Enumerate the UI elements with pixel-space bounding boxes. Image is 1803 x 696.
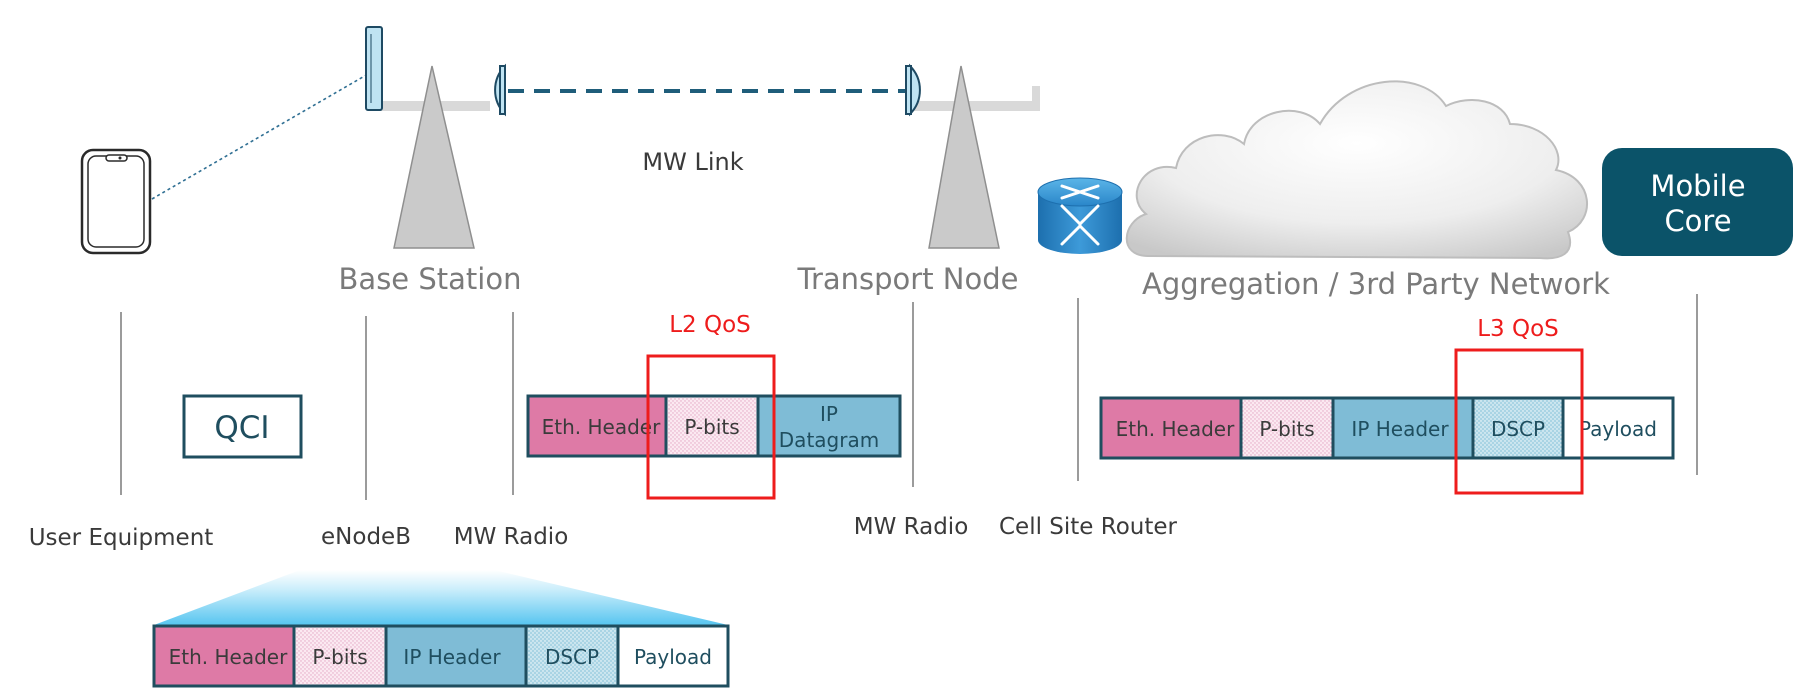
mw-link-label: MW Link bbox=[642, 148, 743, 176]
l2-frame: Eth. Header P-bits IP Datagram bbox=[526, 394, 902, 458]
phone-icon bbox=[80, 148, 152, 255]
enodeb-dscp: DSCP bbox=[545, 645, 599, 669]
mw-dish-icon-right bbox=[905, 63, 921, 117]
aggregation-label: Aggregation / 3rd Party Network bbox=[1142, 267, 1610, 301]
mobile-core-label-1: Mobile bbox=[1650, 169, 1745, 203]
l2-pbits: P-bits bbox=[684, 415, 739, 439]
router-icon bbox=[1037, 177, 1123, 254]
qci-label: QCI bbox=[214, 410, 269, 446]
cell-site-router-label: Cell Site Router bbox=[999, 514, 1178, 540]
mw-radio-left-label: MW Radio bbox=[454, 524, 569, 550]
l2-ip-line2: Datagram bbox=[779, 428, 879, 452]
mobile-core-label-2: Core bbox=[1664, 204, 1731, 238]
base-station-tower bbox=[365, 26, 506, 249]
user-equipment-label: User Equipment bbox=[29, 525, 214, 551]
l3-payload: Payload bbox=[1579, 417, 1657, 441]
enodeb-antenna-icon bbox=[365, 26, 383, 111]
l3-qos-highlight bbox=[1454, 348, 1584, 495]
l2-qos-label: L2 QoS bbox=[669, 312, 751, 338]
enodeb-ip-header: IP Header bbox=[403, 645, 501, 669]
l3-ip-header: IP Header bbox=[1351, 417, 1449, 441]
enodeb-payload: Payload bbox=[634, 645, 712, 669]
qci-box: QCI bbox=[182, 394, 303, 459]
enodeb-label: eNodeB bbox=[321, 524, 411, 550]
l2-ip-line1: IP bbox=[820, 402, 838, 426]
transport-node-tower bbox=[905, 63, 1040, 249]
mobile-core-box: Mobile Core bbox=[1602, 148, 1793, 256]
l3-frame: Eth. Header P-bits IP Header DSCP Payloa… bbox=[1099, 396, 1675, 460]
l2-qos-highlight bbox=[646, 354, 776, 500]
l3-pbits: P-bits bbox=[1259, 417, 1314, 441]
radio-link-line bbox=[151, 73, 369, 200]
enodeb-eth-header: Eth. Header bbox=[169, 645, 288, 669]
transport-node-label: Transport Node bbox=[797, 262, 1019, 296]
mw-dish-icon-left bbox=[494, 63, 506, 117]
divider-lines bbox=[120, 294, 1698, 500]
l2-eth-header: Eth. Header bbox=[542, 415, 661, 439]
enodeb-pbits: P-bits bbox=[312, 645, 367, 669]
cloud-icon bbox=[1125, 80, 1589, 260]
base-station-label: Base Station bbox=[339, 262, 522, 296]
mw-radio-right-label: MW Radio bbox=[854, 514, 969, 540]
l3-eth-header: Eth. Header bbox=[1116, 417, 1235, 441]
l3-qos-label: L3 QoS bbox=[1477, 316, 1559, 342]
l3-dscp: DSCP bbox=[1491, 417, 1545, 441]
enodeb-expansion-fan bbox=[154, 570, 728, 625]
enodeb-frame: Eth. Header P-bits IP Header DSCP Payloa… bbox=[152, 624, 730, 688]
